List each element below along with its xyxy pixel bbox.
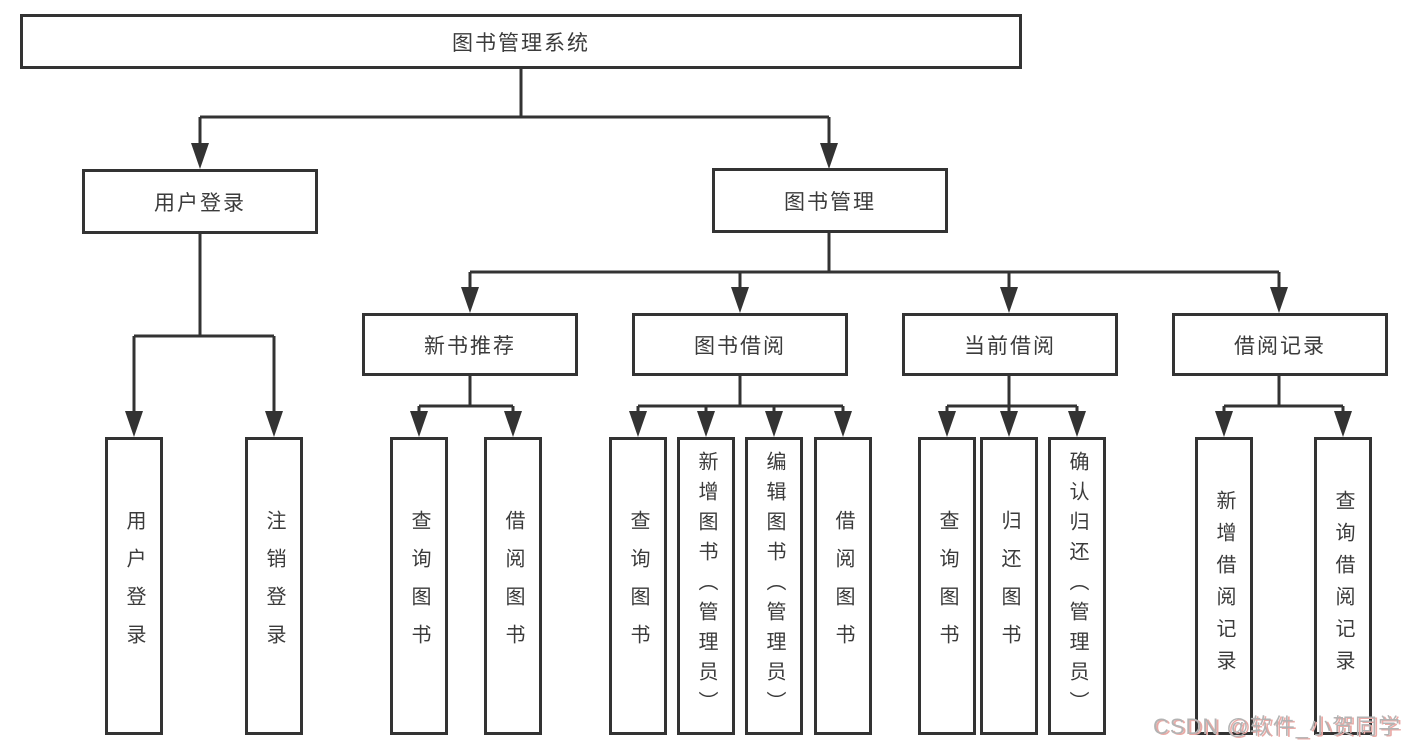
leaf-logout: 注销登录 <box>245 437 303 735</box>
node-user-login: 用户登录 <box>82 169 318 234</box>
leaf-add-borrow-record: 新增借阅记录 <box>1195 437 1253 735</box>
node-user-login-label: 用户登录 <box>154 191 246 215</box>
csdn-watermark: CSDN @软件_小贺同学 <box>1152 714 1401 739</box>
leaf-query-books-borrow: 查询图书 <box>609 437 667 735</box>
leaf-user-login-label: 用户登录 <box>123 510 145 662</box>
leaf-return-books: 归还图书 <box>980 437 1038 735</box>
leaf-return-books-label: 归还图书 <box>998 510 1020 662</box>
leaf-query-borrow-record: 查询借阅记录 <box>1314 437 1372 735</box>
leaf-borrow-books: 借阅图书 <box>814 437 872 735</box>
node-book-management: 图书管理 <box>712 168 948 233</box>
leaf-user-login: 用户登录 <box>105 437 163 735</box>
node-current-borrow-label: 当前借阅 <box>964 334 1056 358</box>
node-root-label: 图书管理系统 <box>452 31 590 55</box>
elbow-lines <box>132 69 1345 413</box>
node-book-borrow-label: 图书借阅 <box>694 334 786 358</box>
leaf-confirm-return-admin-label: 确认归还（管理员） <box>1066 451 1088 721</box>
leaf-edit-books-admin: 编辑图书（管理员） <box>745 437 803 735</box>
node-borrow-records-label: 借阅记录 <box>1234 334 1326 358</box>
leaf-query-books-current: 查询图书 <box>918 437 976 735</box>
leaf-edit-books-admin-label: 编辑图书（管理员） <box>763 451 785 721</box>
leaf-borrow-books-label: 借阅图书 <box>832 510 854 662</box>
leaf-add-borrow-record-label: 新增借阅记录 <box>1213 490 1235 682</box>
leaf-logout-label: 注销登录 <box>263 510 285 662</box>
leaf-add-books-admin: 新增图书（管理员） <box>677 437 735 735</box>
leaf-add-books-admin-label: 新增图书（管理员） <box>695 451 717 721</box>
node-current-borrow: 当前借阅 <box>902 313 1118 376</box>
leaf-borrow-books-recommend-label: 借阅图书 <box>502 510 524 662</box>
arrow-heads <box>125 143 1352 437</box>
leaf-query-books-current-label: 查询图书 <box>936 510 958 662</box>
node-book-borrow: 图书借阅 <box>632 313 848 376</box>
leaf-query-books-recommend: 查询图书 <box>390 437 448 735</box>
leaf-query-books-recommend-label: 查询图书 <box>408 510 430 662</box>
node-new-book-recommend-label: 新书推荐 <box>424 334 516 358</box>
leaf-confirm-return-admin: 确认归还（管理员） <box>1048 437 1106 735</box>
leaf-borrow-books-recommend: 借阅图书 <box>484 437 542 735</box>
leaf-query-borrow-record-label: 查询借阅记录 <box>1332 490 1354 682</box>
leaf-query-books-borrow-label: 查询图书 <box>627 510 649 662</box>
node-root: 图书管理系统 <box>20 14 1022 69</box>
node-book-management-label: 图书管理 <box>784 190 876 214</box>
node-borrow-records: 借阅记录 <box>1172 313 1388 376</box>
node-new-book-recommend: 新书推荐 <box>362 313 578 376</box>
